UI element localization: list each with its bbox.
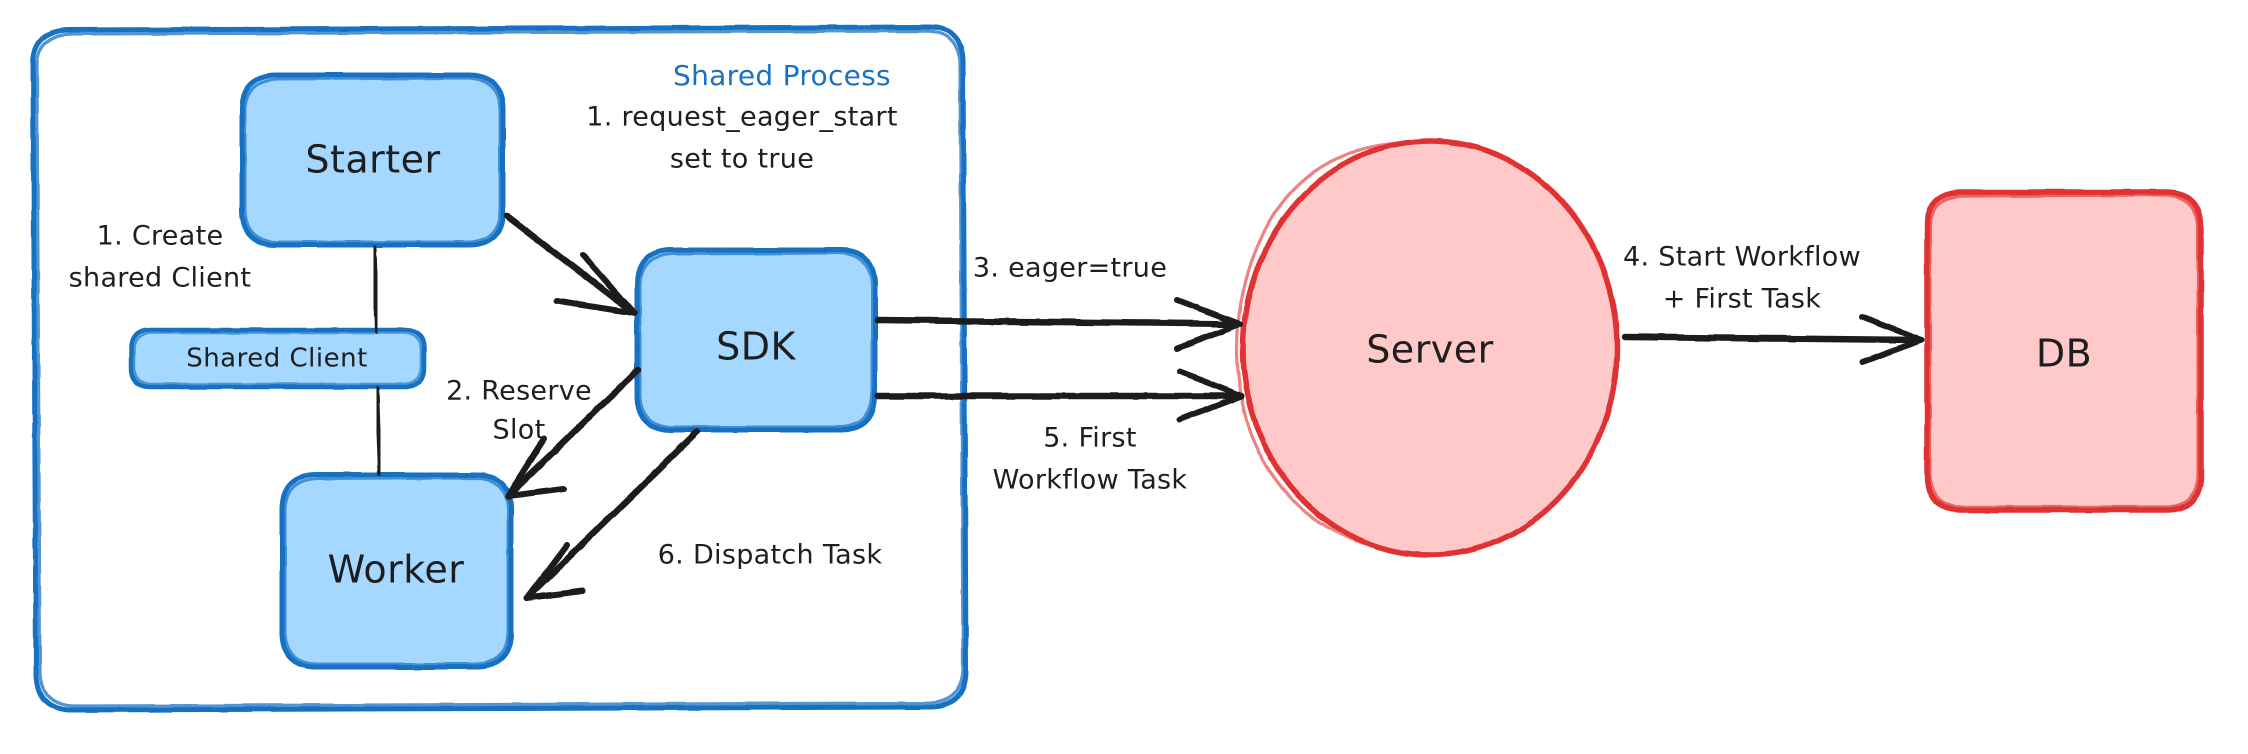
edge-label-eager-true: 3. eager=true bbox=[973, 253, 1167, 284]
node-label-sdk: SDK bbox=[716, 325, 796, 369]
node-label-starter: Starter bbox=[305, 138, 440, 182]
node-shared-client[interactable]: Shared Client bbox=[128, 327, 427, 390]
edge-create-shared-client[interactable]: 1. Create shared Client bbox=[69, 221, 380, 334]
edge-eager-true[interactable]: 3. eager=true bbox=[874, 253, 1243, 351]
node-worker[interactable]: Worker bbox=[279, 472, 514, 670]
edge-label-first-workflow-task-line1: 5. First bbox=[1043, 423, 1137, 454]
edge-label-create-shared-client-line2: shared Client bbox=[69, 263, 252, 294]
edge-first-workflow-task[interactable]: 5. First Workflow Task bbox=[874, 369, 1245, 496]
edge-reserve-slot[interactable]: 2. Reserve Slot bbox=[446, 366, 642, 500]
edge-dispatch-task[interactable]: 6. Dispatch Task bbox=[524, 428, 883, 601]
edge-label-reserve-slot-line2: Slot bbox=[493, 415, 546, 446]
node-sdk[interactable]: SDK bbox=[634, 247, 878, 433]
node-starter[interactable]: Starter bbox=[239, 72, 506, 248]
edge-start-workflow[interactable]: 4. Start Workflow + First Task bbox=[1621, 242, 1925, 365]
edge-request-eager-start[interactable]: 1. request_eager_start set to true bbox=[503, 102, 898, 317]
edge-label-first-workflow-task-line2: Workflow Task bbox=[993, 465, 1188, 496]
edge-label-dispatch-task: 6. Dispatch Task bbox=[658, 540, 883, 571]
edge-label-start-workflow-line1: 4. Start Workflow bbox=[1623, 242, 1861, 273]
edge-label-reserve-slot-line1: 2. Reserve bbox=[446, 376, 592, 407]
edge-label-request-eager-start-line1: 1. request_eager_start bbox=[586, 102, 897, 133]
edge-label-start-workflow-line2: + First Task bbox=[1663, 284, 1822, 315]
node-label-shared-client: Shared Client bbox=[186, 344, 368, 374]
node-db[interactable]: DB bbox=[1924, 189, 2204, 513]
node-label-worker: Worker bbox=[328, 548, 465, 592]
edge-label-request-eager-start-line2: set to true bbox=[670, 144, 814, 175]
edge-shared-client-to-worker bbox=[374, 385, 383, 477]
group-title-shared-process: Shared Process bbox=[673, 59, 891, 92]
node-label-db: DB bbox=[2036, 332, 2092, 376]
node-server[interactable]: Server bbox=[1235, 138, 1620, 558]
node-label-server: Server bbox=[1366, 328, 1494, 372]
edge-label-create-shared-client-line1: 1. Create bbox=[97, 221, 224, 252]
